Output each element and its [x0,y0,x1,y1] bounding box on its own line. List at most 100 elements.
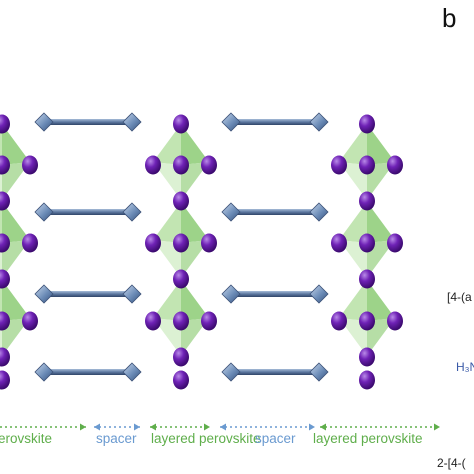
arrow-head [80,423,86,431]
octahedron-face [367,280,395,321]
halide-atom [173,347,189,367]
halide-atom [359,114,375,134]
octahedron-face [2,162,30,200]
octahedron-face [339,280,367,321]
octahedron-face [367,124,395,165]
halide-atom [359,155,375,175]
octahedron-face [0,280,2,321]
spacer-rod [231,291,319,297]
arrow-head [320,423,326,431]
octahedron-face [0,124,2,165]
label-layered-perovskite-center: layered perovskite [151,431,261,446]
spacer-end [122,202,142,222]
octahedron-face [367,202,395,243]
octahedron-face [339,202,367,243]
octahedron-face [367,318,395,356]
halide-atom [331,311,347,331]
perovskite-octahedra-layer [0,124,395,356]
halide-atom [0,347,10,367]
halide-atom [387,155,403,175]
octahedron-face [2,280,30,321]
arrow-head [134,423,140,431]
octahedron-face [2,124,30,165]
octahedron-face [339,240,367,278]
octahedron-face [153,124,181,165]
octahedron [153,124,209,200]
spacer-molecule [221,112,329,132]
octahedron-face [367,240,395,278]
spacer-end [309,284,329,304]
spacer-end [221,202,241,222]
spacer-molecules-layer [34,112,329,382]
spacer-end [309,112,329,132]
label-layered-perovskite-right: layered perovskite [313,431,423,446]
halide-atom [359,233,375,253]
halide-atom [22,233,38,253]
halide-atom [0,155,10,175]
halide-atom [387,233,403,253]
spacer-end [221,284,241,304]
region-arrow [0,423,86,431]
right-label-top: [4-(a [447,290,472,304]
halide-atom [359,347,375,367]
octahedron-face [2,240,30,278]
halide-atom [0,269,10,289]
spacer-end [34,362,54,382]
spacer-end [122,284,142,304]
spacer-end [221,362,241,382]
halide-atom [173,311,189,331]
octahedron-face [181,162,209,200]
spacer-molecule [34,284,142,304]
halide-atom [22,311,38,331]
panel-letter: b [442,3,456,33]
arrow-head [309,423,315,431]
spacer-rod [44,291,132,297]
spacer-rod [44,119,132,125]
region-arrow [220,423,315,431]
halide-atom [331,155,347,175]
halide-atom [201,155,217,175]
label-spacer-left: spacer [96,431,137,446]
octahedron [0,124,30,200]
halide-atom [0,233,10,253]
halide-atom [145,311,161,331]
spacer-end [122,362,142,382]
octahedron-face [153,202,181,243]
octahedron [339,280,395,356]
spacer-molecule [221,284,329,304]
spacer-molecule [34,362,142,382]
label-layered-perovskite-left: erovskite [0,431,52,446]
halide-atom [173,155,189,175]
region-arrow [94,423,140,431]
arrow-head [94,423,100,431]
spacer-end [34,112,54,132]
spacer-rod [231,369,319,375]
arrow-head [220,423,226,431]
spacer-end [34,284,54,304]
octahedron [339,124,395,200]
halide-atom [22,155,38,175]
octahedron-face [181,280,209,321]
right-label-bottom: 2-[4-( [437,456,466,470]
octahedron-face [339,124,367,165]
halide-atom [145,233,161,253]
octahedron-face [367,162,395,200]
octahedron-face [181,124,209,165]
label-spacer-right: spacer [255,431,296,446]
octahedron-face [2,202,30,243]
octahedron [0,280,30,356]
halide-atom [359,311,375,331]
halide-atom [359,269,375,289]
spacer-rod [44,369,132,375]
octahedron-face [153,318,181,356]
octahedron-face [181,202,209,243]
halide-atoms-layer [0,114,403,390]
spacer-rod [44,209,132,215]
halide-atom [173,191,189,211]
octahedron-face [181,240,209,278]
halide-atom [0,114,10,134]
halide-atom [331,233,347,253]
halide-atom [0,370,10,390]
octahedron-face [339,162,367,200]
